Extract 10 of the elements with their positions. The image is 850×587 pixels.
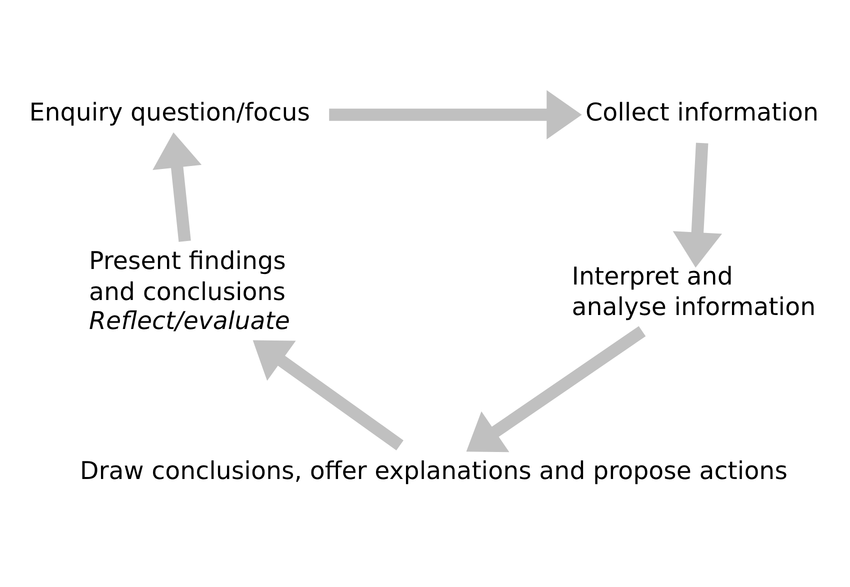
node-text: Enquiry question/focus (29, 97, 310, 126)
node-text: Draw conclusions, offer explanations and propose actions (80, 456, 788, 485)
arrow (672, 142, 722, 268)
arrow (329, 90, 582, 139)
node-text: Interpret and analyse information (572, 261, 816, 321)
node-text: Collect information (586, 97, 819, 126)
node-text: Present findings and conclusions Reflect/evaluate (89, 246, 290, 334)
arrow (466, 326, 646, 452)
arrow (252, 340, 404, 450)
arrow (152, 132, 202, 242)
